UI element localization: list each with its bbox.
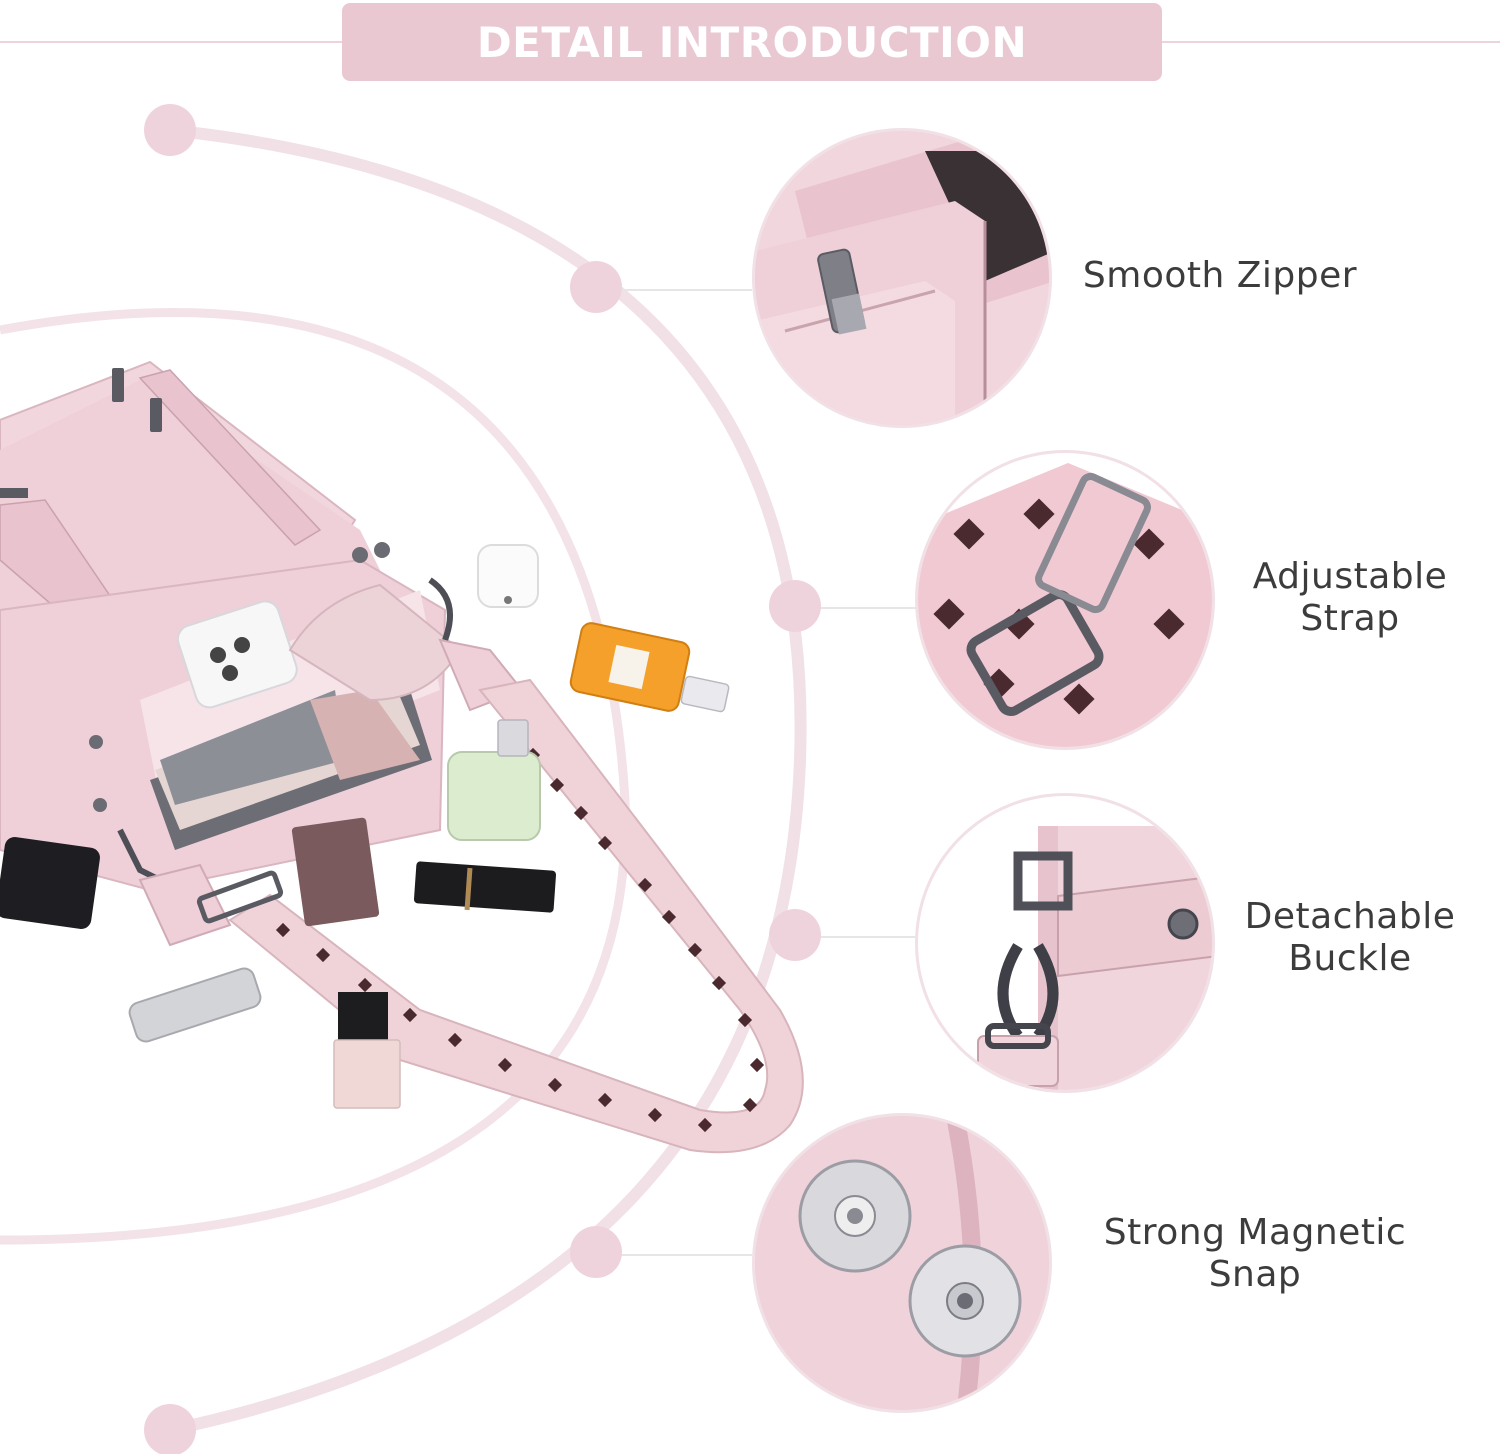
header-rule-right (1162, 41, 1500, 43)
feature-label-line: Strap (1300, 598, 1400, 639)
header-banner: DETAIL INTRODUCTION (342, 3, 1162, 81)
feature-label-line: Smooth Zipper (1082, 255, 1358, 296)
feature-label-zipper: Smooth Zipper (1070, 255, 1370, 297)
feature-label-line: Snap (1208, 1254, 1302, 1295)
buckle-hook-closeup-icon (918, 796, 1212, 1090)
dot-snap (570, 1226, 622, 1278)
zipper-closeup-icon (755, 131, 1049, 425)
inner-arc (0, 308, 630, 1245)
dot-buckle (769, 909, 821, 961)
dot-bottom (144, 1404, 196, 1454)
dot-zipper (570, 261, 622, 313)
feature-label-line: Adjustable (1252, 556, 1448, 597)
outer-arc (168, 124, 807, 1436)
header-rule-left (0, 41, 342, 43)
buckle-closeup-image (915, 793, 1215, 1093)
snap-closeup-image (752, 1113, 1052, 1413)
accessories (0, 544, 730, 1109)
zipper-closeup-image (752, 128, 1052, 428)
page-title: DETAIL INTRODUCTION (476, 17, 1028, 67)
feature-label-line: Buckle (1288, 938, 1412, 979)
feature-label-buckle: Detachable Buckle (1220, 896, 1480, 980)
feature-label-snap: Strong Magnetic Snap (1080, 1212, 1430, 1296)
feature-label-line: Strong Magnetic (1103, 1212, 1407, 1253)
dot-top (144, 104, 196, 156)
feature-label-line: Detachable (1244, 896, 1456, 937)
handbag-illustration (0, 360, 524, 947)
feature-label-strap: Adjustable Strap (1220, 556, 1480, 640)
magnetic-snap-closeup-icon (755, 1116, 1049, 1410)
dot-strap (769, 580, 821, 632)
strap-slider-closeup-icon (918, 453, 1212, 747)
strap-closeup-image (915, 450, 1215, 750)
